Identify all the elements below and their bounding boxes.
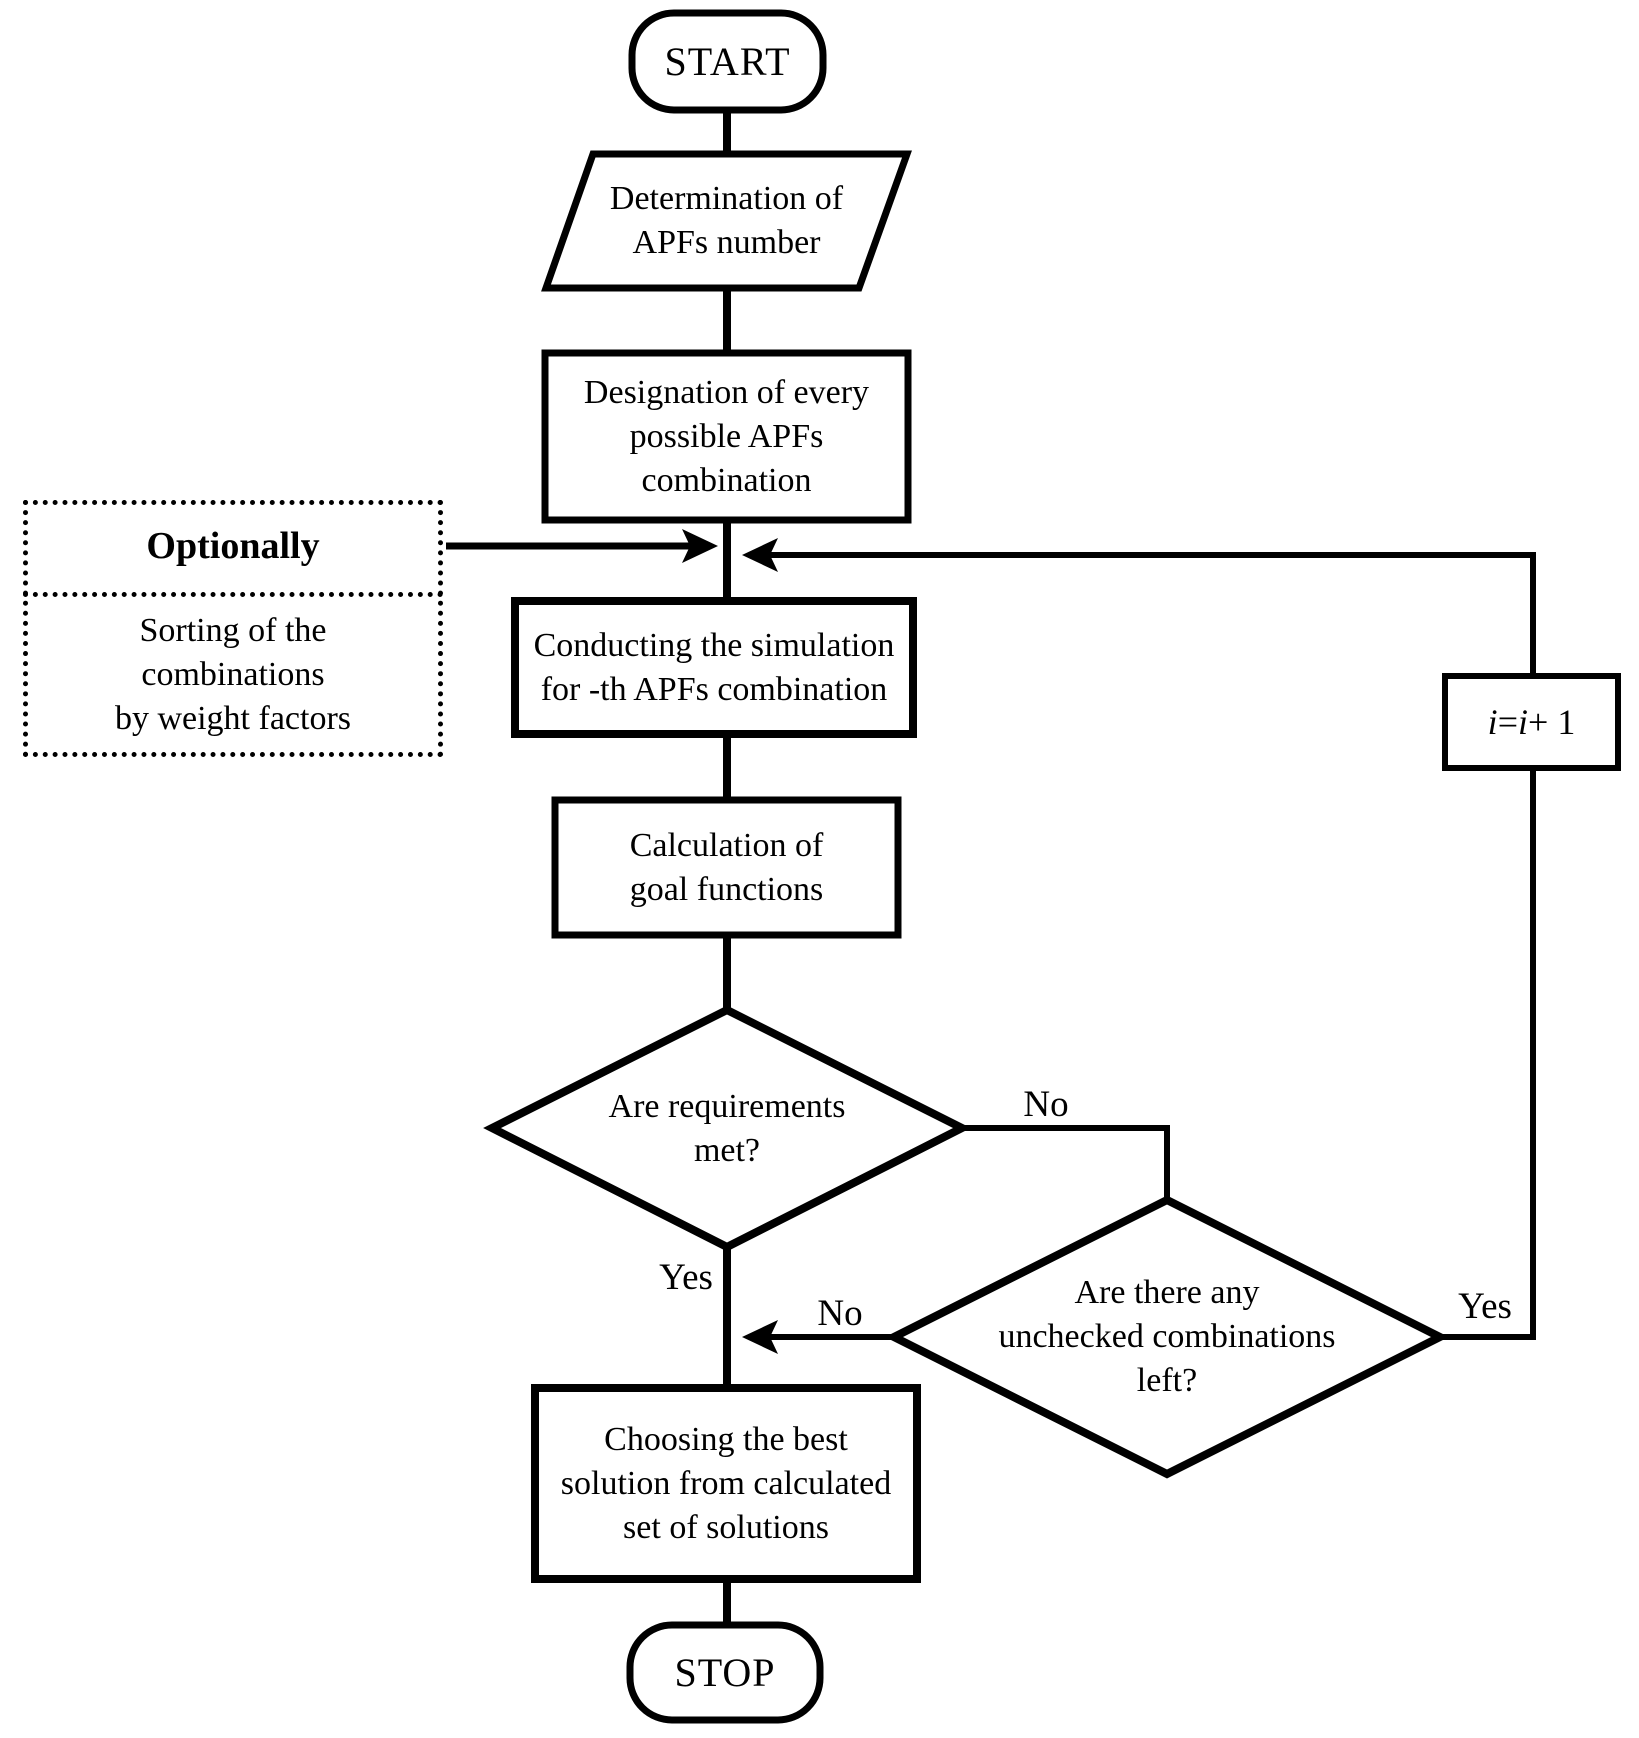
choosing-line: Choosing the best [604,1420,848,1458]
determination-line: APFs number [632,224,821,261]
designation-shape [541,349,912,524]
edge-feedback-loop [760,552,1536,1340]
choosing-shape [531,1384,921,1583]
determination-shape [541,150,912,292]
increment-op: = [1497,702,1518,742]
unchecked-line: left? [1136,1362,1198,1399]
unchecked-diamond-shape [885,1195,1449,1479]
stop-label: STOP [674,1649,776,1695]
determination-node: Determination of APFs number [546,154,907,288]
increment-var: i [1487,702,1498,742]
calculation-line: Calculation of [629,826,824,864]
arrowhead-optionally-merge [682,529,718,563]
optionally-title: Optionally [146,525,320,567]
determination-line: Determination of [609,180,844,217]
increment-node: i = i + 1 [1445,676,1618,768]
start-shape [628,9,827,114]
optionally-line: combinations [141,655,325,693]
requirements-decision-node: Are requirements met? [492,1010,962,1247]
calculation-line: goal functions [629,870,824,908]
conducting-line: Conducting the simulation [533,626,895,664]
unchecked-yes-label: Yes [1458,1285,1512,1327]
requirements-diamond-shape [483,1005,971,1252]
optionally-body: Sorting of the combinations by weight fa… [23,592,443,757]
requirements-no-label: No [1023,1083,1069,1125]
designation-line: possible APFs [629,417,824,455]
designation-line: combination [641,461,812,499]
conducting-node: Conducting the simulation for -th APFs c… [515,601,913,734]
designation-node: Designation of every possible APFs combi… [545,353,908,520]
start-node: START [632,13,823,110]
calculation-node: Calculation of goal functions [555,800,898,935]
optionally-line: Sorting of the [139,611,327,649]
arrowhead-unchecked-no [742,1320,778,1354]
optionally-box [23,500,443,757]
increment-var: i [1518,702,1529,742]
optionally-divider [23,592,443,597]
requirements-line: Are requirements [608,1087,846,1125]
requirements-yes-label: Yes [659,1256,713,1298]
increment-op: + 1 [1528,702,1576,742]
requirements-line: met? [693,1131,761,1169]
stop-node: STOP [630,1625,820,1720]
stop-shape [626,1621,824,1724]
edge-requirements-no [962,1125,1170,1210]
calculation-shape [551,796,902,939]
conducting-shape [511,597,917,738]
unchecked-line: Are there any [1074,1274,1260,1311]
choosing-line: solution from calculated [560,1464,892,1502]
increment-shape [1442,673,1621,771]
arrowhead-feedback-merge [742,538,778,572]
start-label: START [664,38,791,84]
optionally-line: by weight factors [114,699,352,737]
unchecked-line: unchecked combinations [998,1318,1336,1355]
unchecked-no-label: No [817,1292,863,1334]
designation-line: Designation of every [583,373,870,411]
choosing-line: set of solutions [623,1508,829,1546]
conducting-line: for -th APFs combination [540,670,888,708]
choosing-node: Choosing the best solution from calculat… [535,1388,917,1579]
unchecked-decision-node: Are there any unchecked combinations lef… [894,1200,1440,1474]
